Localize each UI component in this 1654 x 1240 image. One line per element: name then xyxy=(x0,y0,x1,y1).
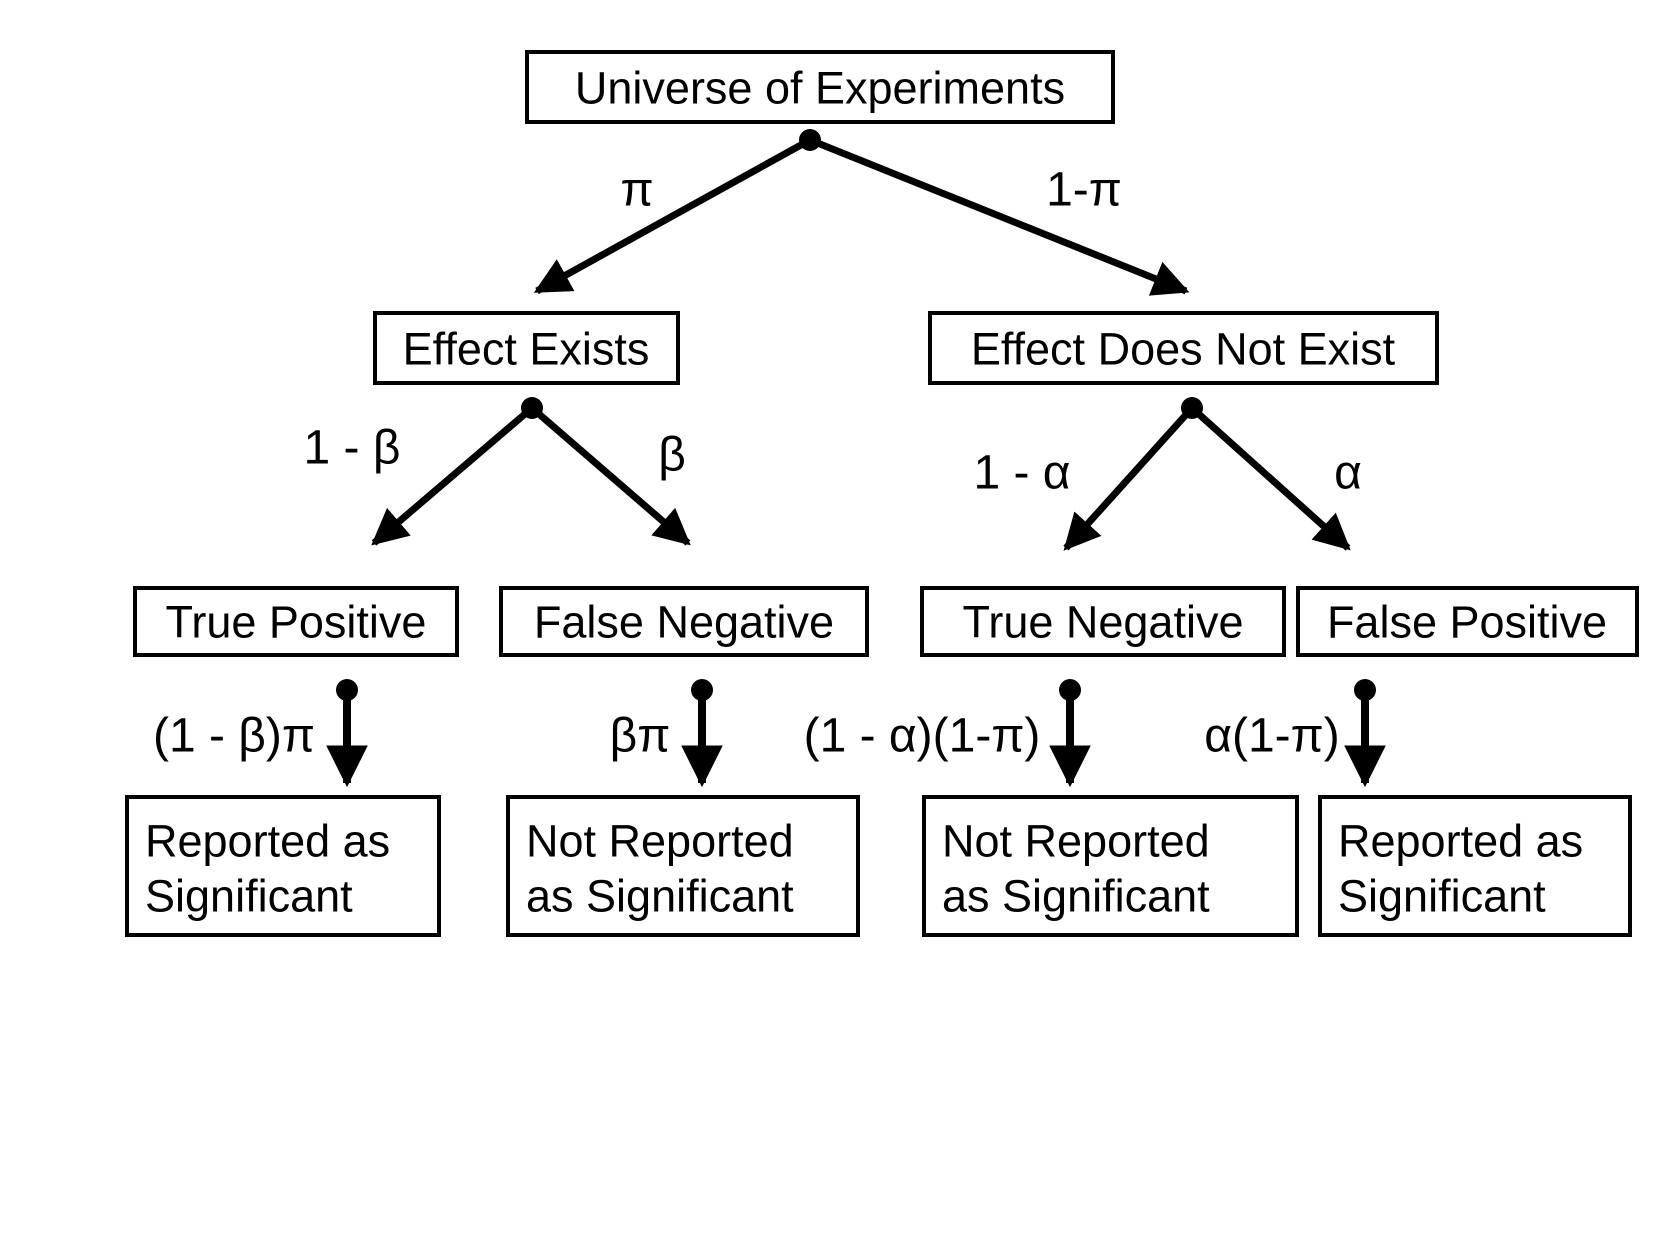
false-negative-box xyxy=(499,586,869,657)
universe-box xyxy=(525,50,1115,124)
true-positive-label: True Positive xyxy=(166,597,427,648)
false-positive-label: False Positive xyxy=(1327,597,1607,648)
edge-label-prob-true-positive: (1 - β)π xyxy=(153,710,315,763)
effect-exists-box xyxy=(373,311,680,385)
edge-effect-exists-to-false-negative xyxy=(529,405,691,546)
edge-label-prob-true-negative: (1 - α)(1-π) xyxy=(804,710,1041,763)
not-reported-tn-box xyxy=(922,795,1299,937)
effect-not-exist-box xyxy=(928,311,1439,385)
edge-label-pi: π xyxy=(620,164,653,217)
not-reported-fn-line1: Not Reported xyxy=(526,816,794,867)
reported-significant-tp-box xyxy=(125,795,441,937)
edge-root-to-effect-not-exist xyxy=(808,136,1190,296)
true-negative-label: True Negative xyxy=(963,597,1244,648)
edge-label-one-minus-pi: 1-π xyxy=(1046,164,1122,217)
edge-label-one-minus-beta: 1 - β xyxy=(304,422,401,475)
not-reported-tn-line1: Not Reported xyxy=(942,816,1210,867)
edge-root-to-effect-exists xyxy=(533,136,812,295)
edge-label-alpha: α xyxy=(1334,447,1362,500)
false-positive-box xyxy=(1296,586,1639,657)
reported-significant-tp-line2: Significant xyxy=(145,871,353,922)
true-positive-box xyxy=(133,586,459,657)
reported-significant-fp-box xyxy=(1318,795,1632,937)
edge-label-prob-false-negative: βπ xyxy=(610,710,671,763)
edge-effect-not-exist-to-false-positive xyxy=(1189,405,1351,551)
universe-label: Universe of Experiments xyxy=(575,63,1065,114)
reported-significant-tp-line1: Reported as xyxy=(145,816,390,867)
reported-significant-fp-line2: Significant xyxy=(1338,871,1546,922)
edge-label-prob-false-positive: α(1-π) xyxy=(1204,710,1340,763)
reported-significant-fp-line1: Reported as xyxy=(1338,816,1583,867)
not-reported-tn-line2: as Significant xyxy=(942,871,1210,922)
false-negative-label: False Negative xyxy=(534,597,834,648)
true-negative-box xyxy=(920,586,1286,657)
edge-effect-exists-to-true-positive xyxy=(371,405,535,546)
not-reported-fn-box xyxy=(506,795,860,937)
edge-label-one-minus-alpha: 1 - α xyxy=(973,447,1070,500)
effect-exists-label: Effect Exists xyxy=(403,324,650,375)
effect-not-exist-label: Effect Does Not Exist xyxy=(971,324,1396,375)
edge-label-beta: β xyxy=(658,429,686,482)
not-reported-fn-line2: as Significant xyxy=(526,871,794,922)
edge-effect-not-exist-to-true-negative xyxy=(1063,405,1195,551)
